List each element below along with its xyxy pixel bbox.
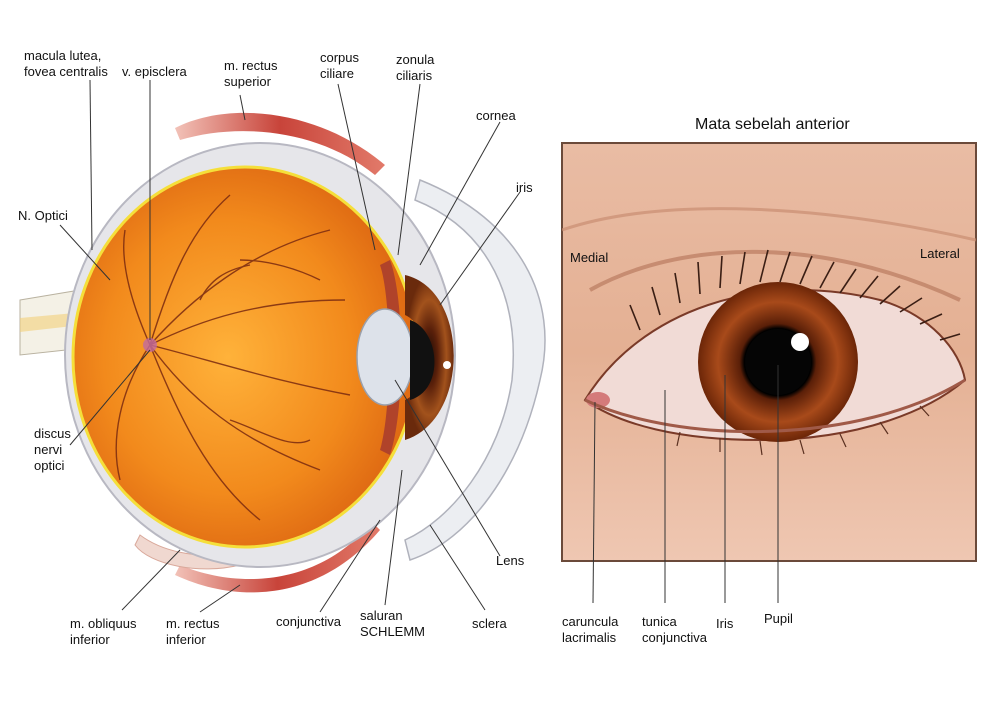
label-corpus-ciliare: corpus ciliare	[320, 50, 360, 81]
upper-lashes	[629, 249, 961, 341]
leader-lines-left	[59, 79, 521, 613]
leader-lines-right	[592, 365, 779, 604]
label-saluran-schlemm: saluran SCHLEMM	[360, 608, 426, 639]
cornea-dome	[404, 178, 546, 561]
label-discus-nervi-optici: discus nervi optici	[34, 426, 71, 473]
label-caruncula-lacrimalis: caruncula lacrimalis	[562, 614, 619, 645]
label-medial: Medial	[570, 250, 609, 265]
pupil-section	[410, 320, 435, 400]
label-m-obliquus-inferior: m. obliquus inferior	[70, 616, 137, 647]
label-lens: Lens	[496, 553, 525, 568]
eye-cross-section	[19, 112, 546, 593]
anterior-eye-panel	[561, 142, 977, 562]
label-m-rectus-inferior: m. rectus inferior	[166, 616, 220, 647]
rectus-superior-muscle	[175, 112, 385, 175]
lens	[356, 308, 414, 406]
label-lateral: Lateral	[920, 246, 960, 261]
label-m-rectus-superior: m. rectus superior	[224, 58, 278, 89]
rectus-inferior-muscle	[175, 522, 380, 593]
label-iris-section: iris	[516, 180, 533, 195]
label-cornea: cornea	[476, 108, 516, 123]
label-zonula-ciliaris: zonula ciliaris	[396, 52, 435, 83]
optic-disc	[143, 338, 157, 352]
retinal-vessels	[115, 194, 351, 521]
label-sclera: sclera	[472, 616, 507, 631]
label-n-optici: N. Optici	[18, 208, 68, 223]
anterior-panel-title: Mata sebelah anterior	[695, 116, 850, 133]
lower-lashes	[676, 405, 930, 456]
label-macula-lutea: macula lutea, fovea centralis	[24, 48, 108, 79]
label-tunica-conjunctiva: tunica conjunctiva	[642, 614, 708, 645]
label-conjunctiva: conjunctiva	[276, 614, 342, 629]
label-iris-anterior: Iris	[716, 616, 734, 631]
label-v-episclera: v. episclera	[122, 64, 187, 79]
label-pupil: Pupil	[764, 611, 793, 626]
